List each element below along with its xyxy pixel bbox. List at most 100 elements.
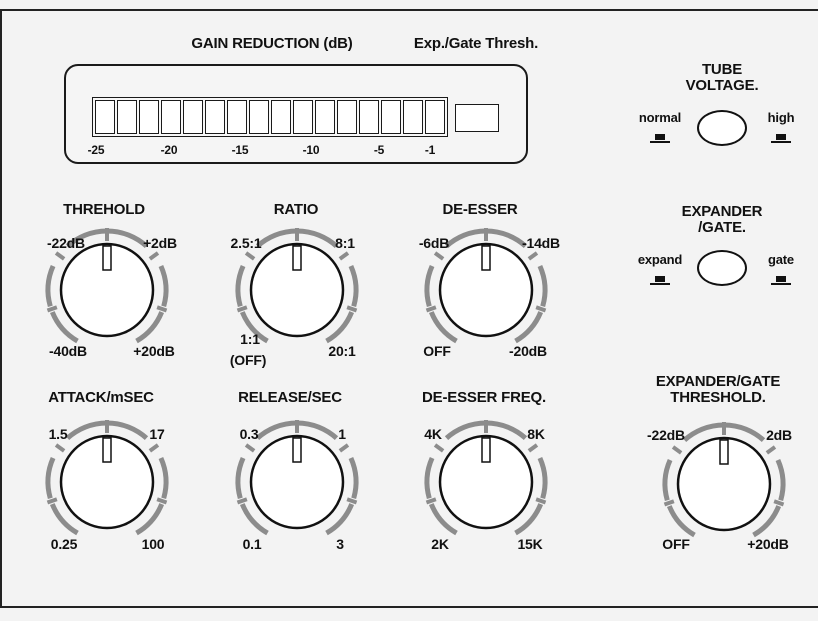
knob-pointer	[292, 245, 302, 271]
knob-pointer	[719, 439, 729, 465]
tube-high-label: high	[767, 110, 795, 125]
de-esser-top-left-label: -6dB	[418, 235, 450, 251]
knob-scale-arc	[428, 503, 458, 536]
gain-reduction-meter	[92, 97, 448, 137]
meter-segment	[117, 100, 137, 134]
knob-scale-tick	[433, 443, 445, 453]
knob-scale-arc	[239, 311, 269, 344]
threshold-knob[interactable]	[45, 228, 169, 344]
gate-led	[771, 276, 791, 285]
meter-scale-label: -25	[87, 143, 105, 157]
exp-gate-threshold-bottom-left-label: OFF	[662, 536, 690, 552]
knob-scale-tick	[425, 497, 437, 505]
knob-scale-tick	[433, 251, 445, 261]
threshold-top-left-label: -22dB	[47, 235, 85, 251]
knob-scale-arc	[514, 311, 544, 344]
knob-scale-arc	[325, 503, 355, 536]
knob-scale-arc	[239, 503, 269, 536]
meter-segment	[293, 100, 313, 134]
knob-scale-arc	[537, 264, 548, 307]
knob-pointer	[481, 245, 491, 271]
knob-pointer	[102, 245, 112, 271]
knob-scale-arc	[348, 456, 359, 499]
tube-high-led	[771, 134, 791, 143]
knob-scale-arc	[428, 311, 458, 344]
expand-mode-label: expand	[637, 252, 683, 267]
ratio-bottom-left-off-label: (OFF)	[229, 352, 267, 368]
meter-scale-label: -5	[373, 143, 385, 157]
exp-gate-threshold-top-left-label: -22dB	[647, 427, 685, 443]
threshold-top-right-label: +2dB	[143, 235, 177, 251]
meter-scale-label: -15	[231, 143, 249, 157]
release-bottom-right-label: 3	[336, 536, 344, 552]
exp-gate-threshold-title-line2: THRESHOLD.	[670, 389, 766, 406]
meter-segment	[227, 100, 247, 134]
expander-gate-button[interactable]	[697, 250, 747, 286]
meter-segment	[161, 100, 181, 134]
knob-scale-arc	[49, 311, 79, 344]
tube-voltage-button[interactable]	[697, 110, 747, 146]
attack-top-left-label: 1.5	[48, 426, 68, 442]
release-top-left-label: 0.3	[239, 426, 259, 442]
attack-bottom-left-label: 0.25	[50, 536, 78, 552]
knob-body	[249, 434, 345, 530]
ratio-knob[interactable]	[235, 228, 359, 344]
knob-scale-tick	[148, 251, 160, 261]
meter-segment	[337, 100, 357, 134]
threshold-bottom-left-label: -40dB	[49, 343, 87, 359]
knob-body	[438, 242, 534, 338]
knob-body	[59, 242, 155, 338]
knob-scale-tick	[46, 305, 58, 313]
knob-scale-tick	[671, 445, 683, 455]
knob-scale-tick	[236, 305, 248, 313]
threshold-title: THREHOLD	[63, 201, 145, 218]
knob-scale-arc	[158, 456, 169, 499]
exp-gate-threshold-bottom-right-label: +20dB	[747, 536, 789, 552]
exp-gate-thresh-title: Exp./Gate Thresh.	[413, 35, 539, 52]
knob-scale-tick	[338, 251, 350, 261]
knob-scale-arc	[752, 505, 782, 538]
de-esser-title: DE-ESSER	[442, 201, 518, 218]
expander-gate-title: EXPANDER /GATE.	[682, 204, 763, 236]
meter-segment	[249, 100, 269, 134]
de-esser-freq-top-right-label: 8K	[527, 426, 545, 442]
knob-scale-arc	[537, 456, 548, 499]
release-knob[interactable]	[235, 420, 359, 536]
knob-scale-tick	[425, 305, 437, 313]
knob-scale-arc	[348, 264, 359, 307]
threshold-bottom-right-label: +20dB	[133, 343, 175, 359]
exp-gate-threshold-knob[interactable]	[662, 422, 786, 538]
release-bottom-left-label: 0.1	[242, 536, 262, 552]
tube-normal-label: normal	[638, 110, 682, 125]
knob-scale-tick	[54, 251, 66, 261]
attack-knob[interactable]	[45, 420, 169, 536]
knob-scale-tick	[54, 443, 66, 453]
ratio-bottom-right-label: 20:1	[328, 343, 356, 359]
knob-scale-arc	[666, 505, 696, 538]
meter-segment	[403, 100, 423, 134]
meter-scale-label: -20	[160, 143, 178, 157]
exp-gate-threshold-indicator	[455, 104, 499, 132]
knob-scale-tick	[148, 443, 160, 453]
de-esser-freq-title: DE-ESSER FREQ.	[422, 389, 546, 406]
knob-scale-tick	[527, 443, 539, 453]
gain-reduction-title: GAIN REDUCTION (dB)	[191, 35, 353, 52]
knob-scale-tick	[535, 305, 547, 313]
expand-led	[650, 276, 670, 285]
knob-scale-arc	[424, 264, 435, 307]
meter-segment	[359, 100, 379, 134]
knob-scale-tick	[156, 497, 168, 505]
meter-segment	[315, 100, 335, 134]
knob-scale-tick	[244, 443, 256, 453]
knob-pointer	[102, 437, 112, 463]
knob-scale-tick	[535, 497, 547, 505]
de-esser-freq-knob[interactable]	[424, 420, 548, 536]
knob-scale-tick	[46, 497, 58, 505]
tube-voltage-title: TUBE VOLTAGE.	[686, 62, 759, 94]
de-esser-knob[interactable]	[424, 228, 548, 344]
knob-scale-arc	[235, 264, 246, 307]
ratio-title: RATIO	[273, 201, 319, 218]
ratio-top-right-label: 8:1	[335, 235, 355, 251]
tube-normal-led	[650, 134, 670, 143]
